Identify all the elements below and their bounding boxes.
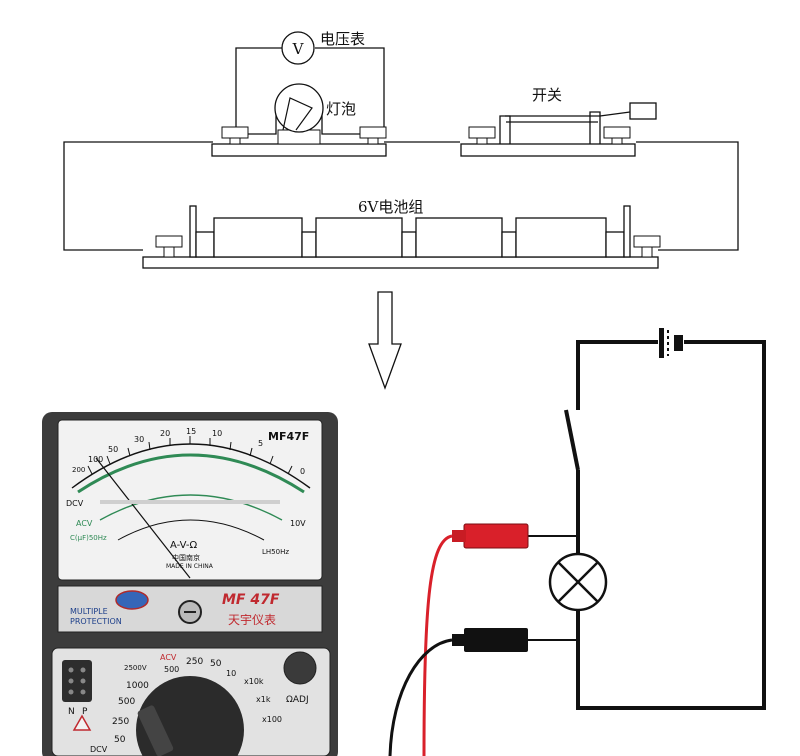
dial-label-dcv-250: 250 <box>112 717 129 727</box>
battery-symbol-icon <box>659 328 683 358</box>
inner-scale-arc <box>99 494 283 521</box>
warning-triangle-icon <box>72 714 92 731</box>
protection-line2: PROTECTION <box>70 617 122 626</box>
brand-logo-icon <box>115 590 149 610</box>
bulb-terminal-right <box>359 126 387 139</box>
dial-label-2500v: 2500V <box>124 664 147 672</box>
green-scale-arc <box>77 453 305 494</box>
lamp-symbol-icon <box>548 552 608 612</box>
switch-handle <box>629 102 657 120</box>
battery-board <box>142 256 659 269</box>
bulb-terminal-left-post <box>229 137 241 145</box>
scale-num-5: 5 <box>258 439 263 448</box>
scale-label-lh: LH50Hz <box>262 548 289 556</box>
schematic-wire <box>576 340 766 710</box>
ohm-adjust-knob[interactable] <box>283 651 317 685</box>
scale-label-avo: A-V-Ω <box>170 540 198 551</box>
dial-label-250: 250 <box>186 657 203 667</box>
socket-label-p: P <box>82 707 88 717</box>
range-selector-pointer <box>137 705 174 756</box>
scale-num-10: 10 <box>212 429 222 438</box>
schematic-circuit <box>528 340 766 710</box>
dial-label-dcv-50: 50 <box>114 735 126 745</box>
scale-label-cn: 中国南京 <box>172 553 200 562</box>
brand-cn: 天宇仪表 <box>228 613 276 627</box>
scale-label-made: MADE IN CHINA <box>166 563 214 570</box>
mirror-strip <box>100 500 280 504</box>
switch-terminal-right-post <box>611 137 623 145</box>
bulb-icon <box>274 83 324 133</box>
scale-label-acv: ACV <box>76 519 93 528</box>
battery-terminal-left <box>155 235 183 248</box>
meter-model-dial: MF47F <box>268 430 309 443</box>
switch-terminal-left-post <box>476 137 488 145</box>
ohm-adjust-label: ΩADJ <box>286 695 309 705</box>
dial-label-acv: ACV <box>160 653 177 662</box>
battery-holder <box>189 205 631 258</box>
multimeter: MF47F 0 5 10 15 20 30 50 100 200 ACV DCV… <box>42 412 338 756</box>
scale-label-dcv: DCV <box>66 499 84 508</box>
bulb-label: 灯泡 <box>326 100 356 118</box>
scale-num-15: 15 <box>186 427 196 436</box>
scale-num-30: 30 <box>134 435 144 444</box>
loop-wire <box>63 141 739 251</box>
scale-num-100: 100 <box>88 455 103 464</box>
voltmeter-icon <box>281 31 315 65</box>
battery-terminal-right <box>633 235 661 248</box>
scale-num-0: 0 <box>300 467 305 476</box>
dial-label-10: 10 <box>226 669 236 678</box>
meter-model-panel: MF 47F <box>222 592 280 608</box>
switch-board <box>460 143 636 157</box>
dial-label-x1k: x1k <box>256 695 271 704</box>
switch-label: 开关 <box>532 86 562 104</box>
ohm-scale-arc <box>71 443 311 489</box>
voltmeter-wire <box>235 47 385 128</box>
battery-terminal-right-post <box>641 246 653 258</box>
dial-label-dcv: DCV <box>90 745 108 754</box>
scale-num-20: 20 <box>160 429 170 438</box>
voltmeter-symbol: V <box>292 40 305 58</box>
bulb-terminal-left <box>221 126 249 139</box>
socket-label-n: N <box>68 707 75 717</box>
inner-scale-arc-2 <box>117 519 265 541</box>
dial-label-x100: x100 <box>262 715 282 724</box>
dial-label-x10k: x10k <box>244 677 264 686</box>
red-probe[interactable] <box>422 523 529 756</box>
battery-label: 6V电池组 <box>358 198 423 216</box>
dial-label-1000: 1000 <box>126 681 149 691</box>
voltmeter-label: 电压表 <box>320 30 365 48</box>
switch-terminal-right <box>603 126 631 139</box>
scale-label-cuf: C(μF)50Hz <box>70 534 107 542</box>
bulb-terminal-right-post <box>367 137 379 145</box>
transistor-socket <box>62 660 92 702</box>
battery-terminal-left-post <box>163 246 175 258</box>
scale-ticks <box>87 436 293 475</box>
dial-label-50: 50 <box>210 659 222 669</box>
dial-label-500: 500 <box>164 665 179 674</box>
switch-terminal-left <box>468 126 496 139</box>
bulb-filament <box>282 97 313 131</box>
switch-blade <box>564 409 580 471</box>
scale-num-50: 50 <box>108 445 118 454</box>
scale-label-10v: 10V <box>290 519 306 528</box>
switch-lever <box>499 111 631 144</box>
meter-needle <box>95 457 191 579</box>
bulb-board <box>211 143 387 157</box>
down-arrow-icon <box>368 291 402 390</box>
scale-num-200: 200 <box>72 466 85 474</box>
dial-label-dcv-500: 500 <box>118 697 135 707</box>
protection-line1: MULTIPLE <box>70 607 108 616</box>
black-probe[interactable] <box>388 628 528 756</box>
